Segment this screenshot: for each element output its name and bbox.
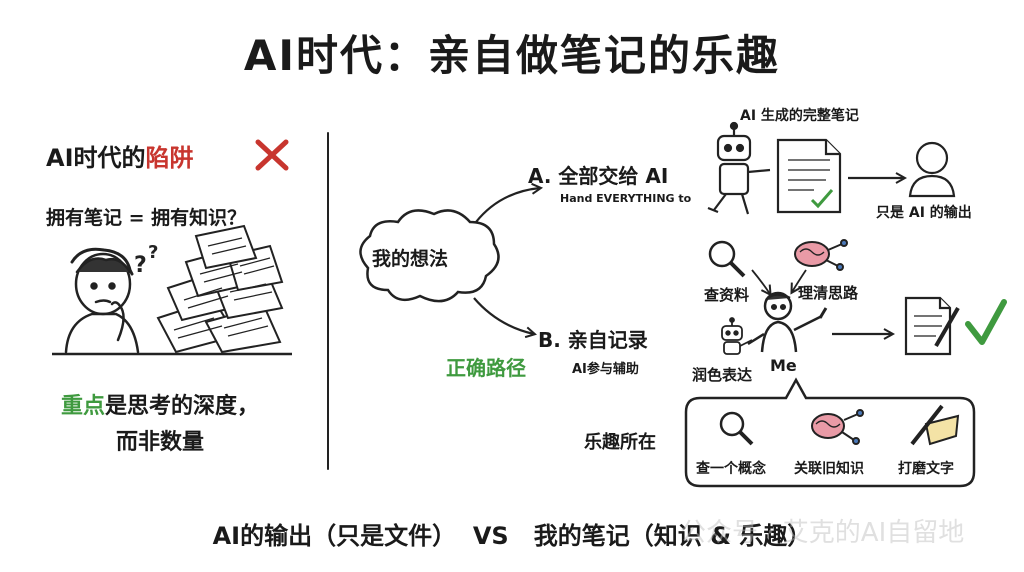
bubble-pen-icon (910, 404, 960, 446)
path-b-label: B. 亲自记录 (538, 328, 648, 352)
cross-icon (255, 139, 289, 171)
ai-output-label: 只是 AI 的输出 (876, 205, 972, 221)
note-pen-icon (904, 296, 960, 356)
section-divider (327, 132, 329, 470)
watermark: 公众号 · 艾克的AI自留地 (680, 518, 965, 548)
small-robot-icon (721, 317, 753, 355)
path-b-sub: AI参与辅助 (572, 362, 639, 377)
arrow-to-path-a (475, 188, 540, 223)
fun-item-polish: 打磨文字 (898, 461, 954, 477)
thinking-person-icon: ? ? (64, 242, 158, 354)
clarify-label: 理清思路 (798, 284, 859, 302)
paper-pile-icon (156, 224, 284, 354)
document-icon (776, 138, 842, 214)
trap-point-line2: 而非数量 (115, 430, 204, 455)
person-icon (908, 141, 956, 198)
trap-heading: AI时代的陷阱 (46, 138, 194, 173)
comparison-footer: AI的输出（只是文件） VS 我的笔记（知识 & 乐趣） (212, 522, 812, 550)
arrow-to-path-b (473, 297, 534, 334)
idea-label: 我的想法 (372, 248, 449, 270)
fun-item-concept: 查一个概念 (696, 461, 766, 477)
fun-item-connect: 关联旧知识 (794, 461, 864, 477)
robot-icon (707, 121, 771, 215)
trap-question: 拥有笔记 = 拥有知识？ (46, 207, 247, 229)
ai-doc-caption: AI 生成的完整笔记 (740, 108, 859, 124)
path-a-sub: Hand EVERYTHING to (560, 192, 692, 205)
trap-point: 重点是思考的深度， 而非数量 (30, 389, 290, 461)
page-title: AI时代：亲自做笔记的乐趣 (243, 31, 781, 80)
fun-label: 乐趣所在 (584, 432, 656, 453)
research-label: 查资料 (704, 286, 750, 304)
bubble-brain-icon (811, 409, 864, 445)
trap-point-highlight: 重点 (60, 394, 105, 419)
bubble-magnifier-icon (719, 411, 754, 446)
me-figure-icon (747, 291, 828, 353)
trap-heading-prefix: AI时代的 (46, 144, 146, 172)
me-label: Me (770, 356, 797, 375)
correct-path-label: 正确路径 (446, 356, 526, 380)
svg-text:?: ? (148, 242, 158, 263)
trap-point-line1: 重点是思考的深度， (30, 389, 290, 425)
trap-heading-highlight: 陷阱 (145, 144, 194, 172)
brain-icon (794, 239, 848, 271)
idea-cloud (359, 209, 500, 303)
polish-label: 润色表达 (692, 366, 753, 384)
arrow-clarify (792, 269, 807, 292)
trap-point-rest: 是思考的深度， (105, 394, 260, 419)
arrow-research (751, 269, 770, 294)
check-icon (965, 299, 1007, 345)
svg-text:?: ? (134, 253, 147, 278)
path-a-label: A. 全部交给 AI (528, 164, 669, 188)
magnifier-icon (708, 240, 746, 278)
